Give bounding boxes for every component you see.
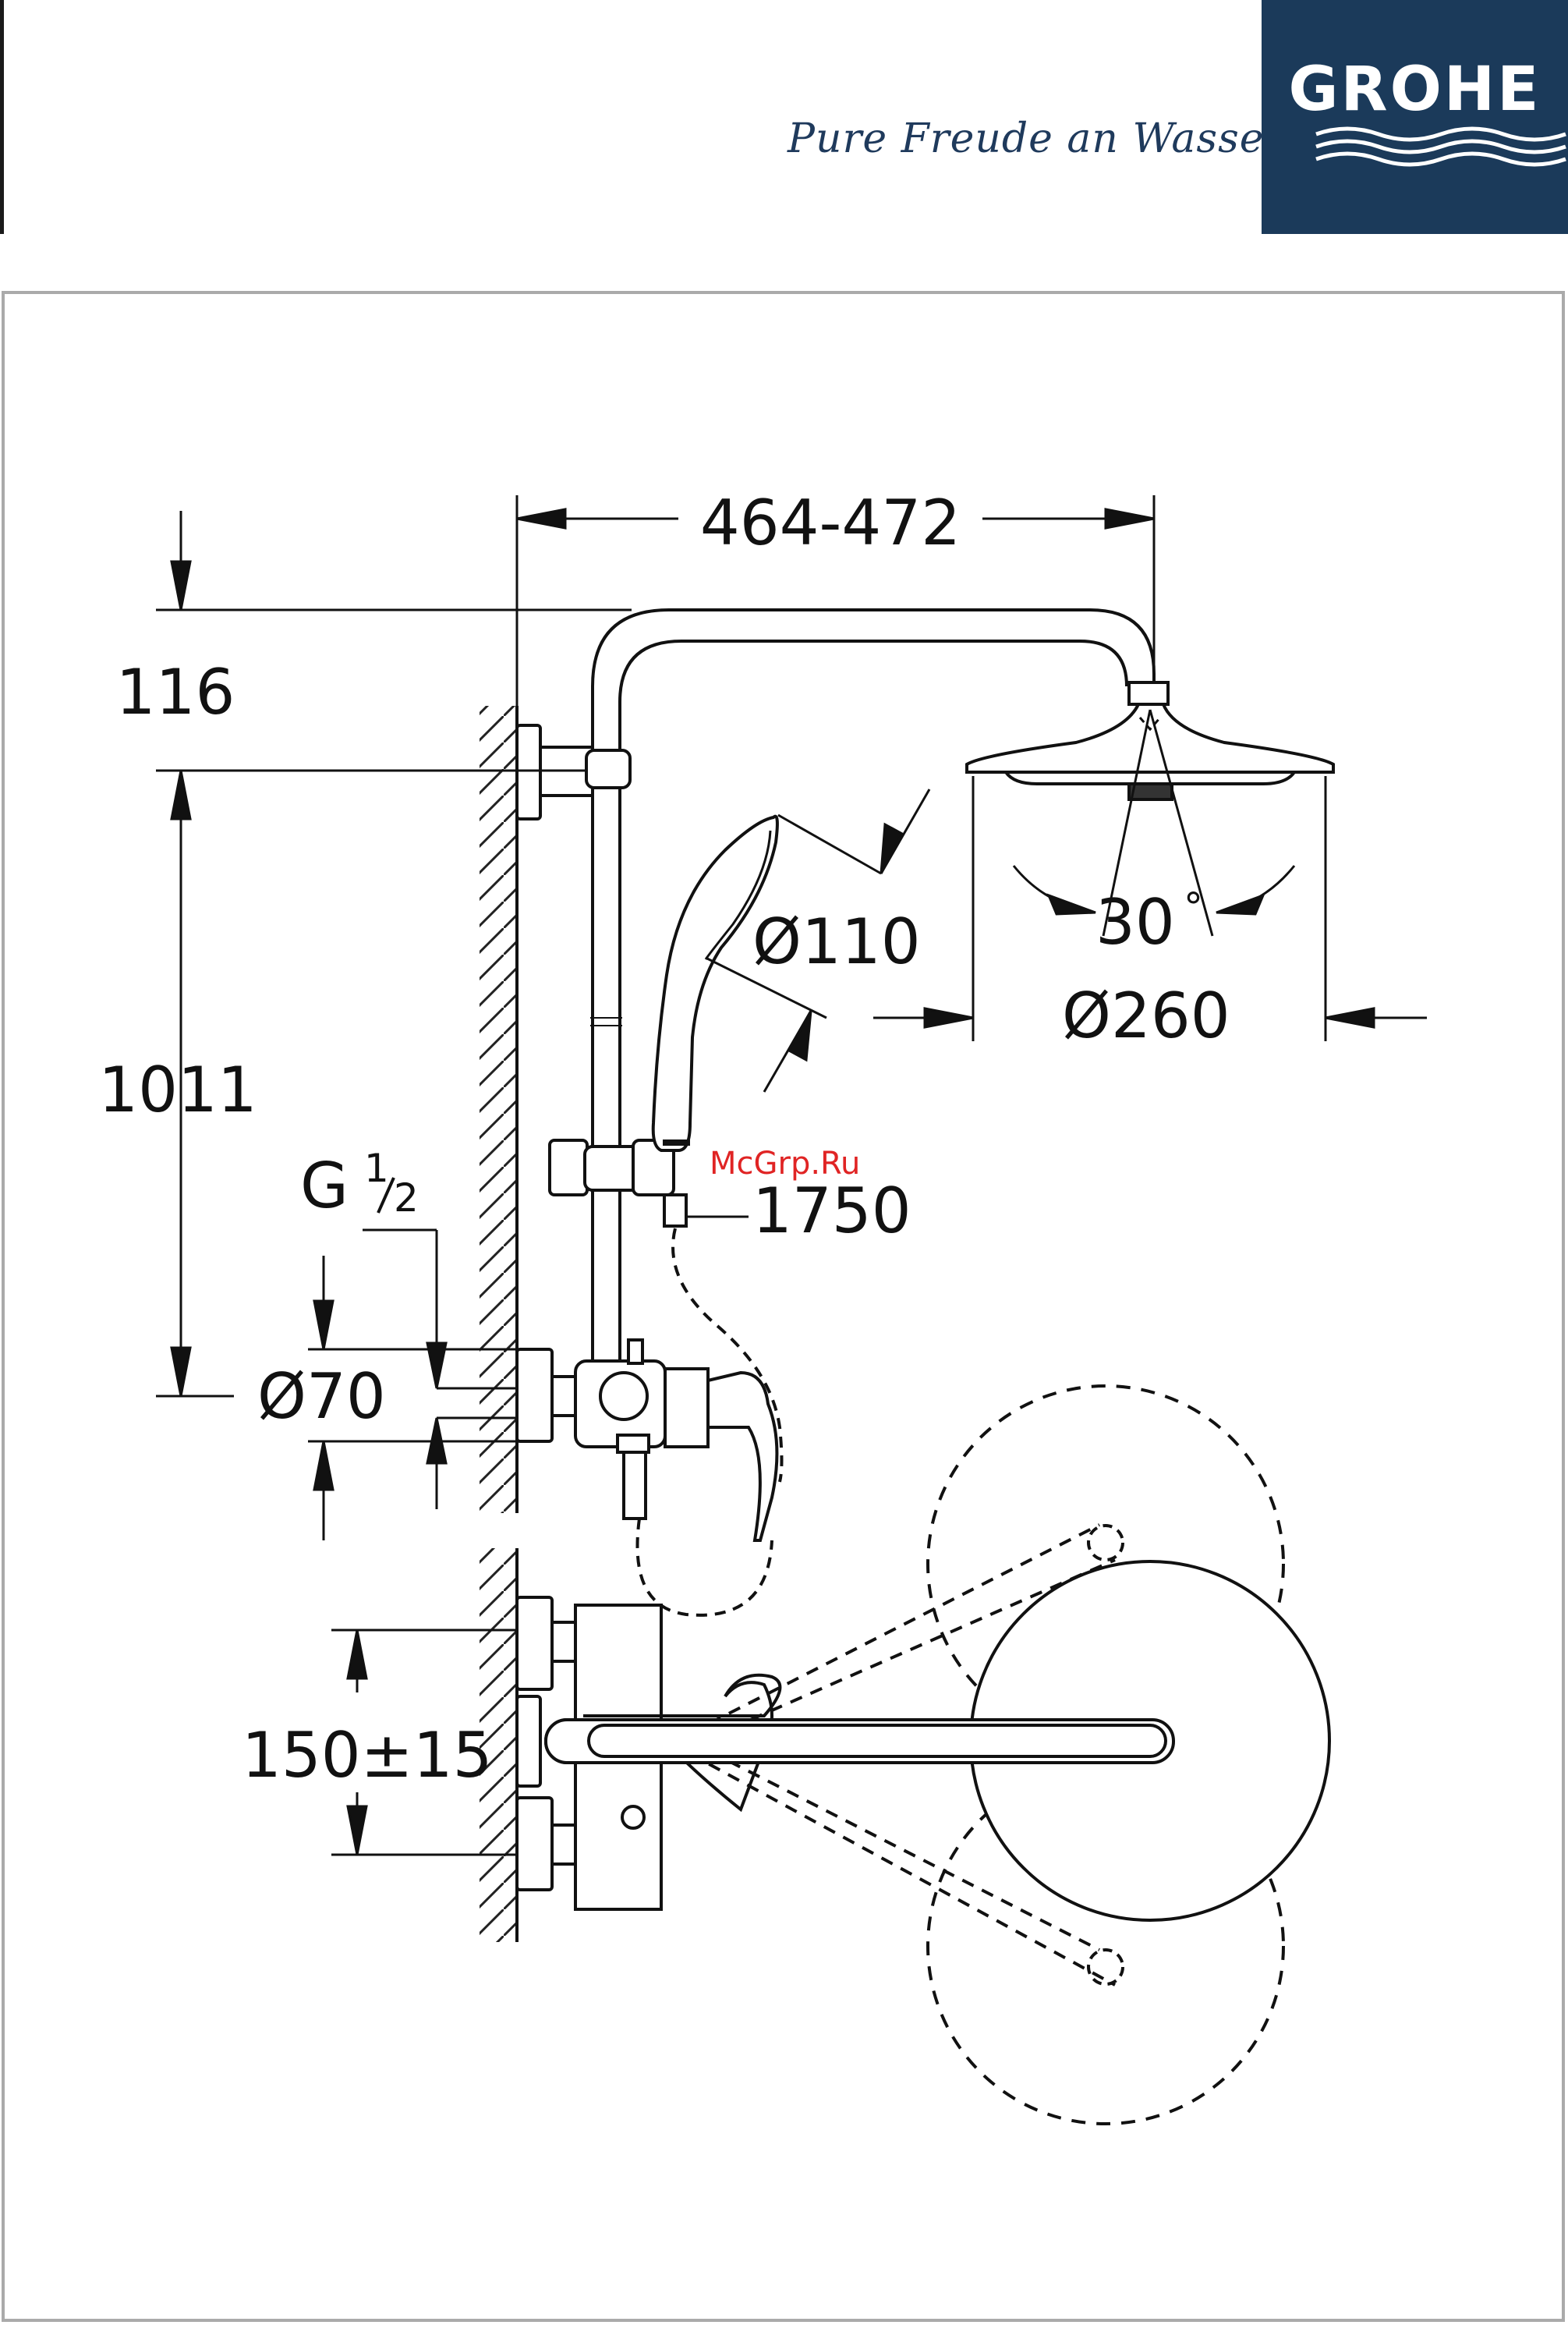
dim-inlet-spacing: 150±15 [242,1719,493,1792]
dim-head-shower-dia: Ø260 [1062,980,1230,1052]
dim-rail-width: 464-472 [700,487,961,559]
dim-thread-den: 2 [394,1175,419,1221]
dim-pipe-dia: Ø70 [257,1360,386,1433]
dim-hand-shower-dia: Ø110 [752,906,921,978]
watermark-text: McGrp.Ru [710,1146,860,1182]
dim-rail-height: 1011 [98,1054,257,1126]
dim-top-offset: 116 [116,656,235,728]
dim-thread-g: G [300,1150,349,1222]
dim-hose-length: 1750 [752,1175,911,1247]
dim-head-angle: 30 [1095,886,1175,959]
shower-column [437,610,1333,1615]
dim-angle-unit: ° [1184,884,1203,930]
dim-thread-num: 1 [364,1146,389,1191]
